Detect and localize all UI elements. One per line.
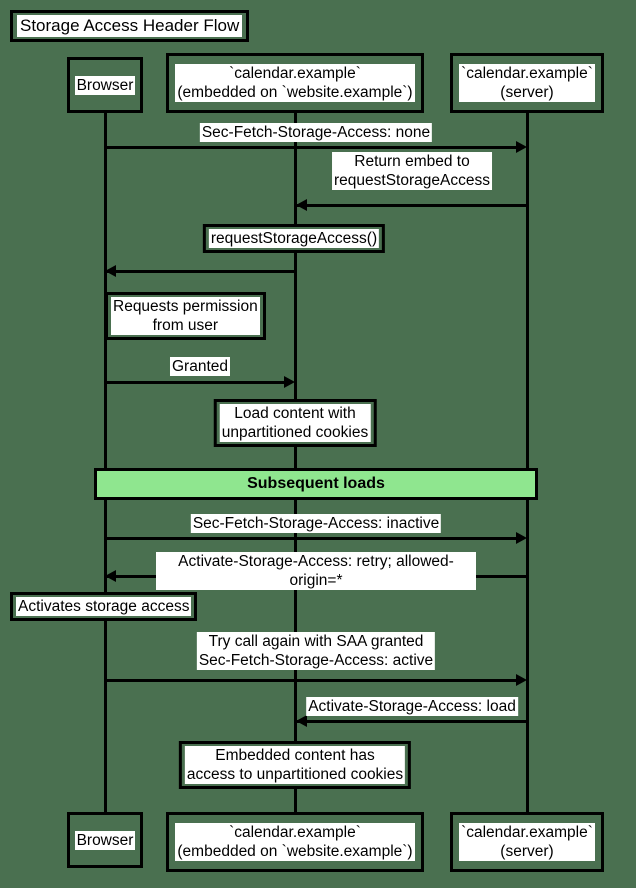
participant-browser-top-label: Browser xyxy=(74,75,136,95)
participant-browser-top[interactable]: Browser xyxy=(67,57,143,113)
message-line-m1 xyxy=(105,146,522,149)
participant-embed-bottom[interactable]: `calendar.example` (embedded on `website… xyxy=(166,812,424,872)
participant-server-bottom[interactable]: `calendar.example` (server) xyxy=(450,812,604,872)
arrow-head-m3 xyxy=(105,265,116,277)
note-requests-permission-label: Requests permission from user xyxy=(111,297,260,335)
message-label-m8: Activate-Storage-Access: load xyxy=(306,697,518,716)
note-load-content: Load content with unpartitioned cookies xyxy=(213,399,377,447)
message-label-m2: Return embed to requestStorageAccess xyxy=(332,152,492,190)
participant-embed-top[interactable]: `calendar.example` (embedded on `website… xyxy=(166,53,424,113)
message-line-m2 xyxy=(296,204,527,207)
message-line-m4 xyxy=(105,381,290,384)
divider-subsequent-loads-label: Subsequent loads xyxy=(247,475,385,492)
divider-subsequent-loads: Subsequent loads xyxy=(94,468,538,500)
lifeline-server xyxy=(526,113,529,813)
message-label-m5: Sec-Fetch-Storage-Access: inactive xyxy=(190,514,442,533)
note-activates-storage-access-label: Activates storage access xyxy=(16,597,192,616)
arrow-head-m4 xyxy=(284,376,295,388)
participant-browser-bottom-label: Browser xyxy=(74,830,136,850)
lifeline-browser xyxy=(104,113,107,813)
message-line-m7 xyxy=(105,679,522,682)
arrow-head-m7 xyxy=(516,674,527,686)
message-line-m8 xyxy=(296,720,527,723)
note-activates-storage-access: Activates storage access xyxy=(10,592,198,621)
note-embedded-content-access: Embedded content has access to unpartiti… xyxy=(178,741,412,789)
arrow-head-m2 xyxy=(296,199,307,211)
lifeline-embed xyxy=(294,113,297,813)
message-label-m3: requestStorageAccess() xyxy=(208,229,380,248)
message-label-m7: Try call again with SAA granted Sec-Fetc… xyxy=(196,632,436,670)
note-load-content-label: Load content with unpartitioned cookies xyxy=(219,404,371,442)
arrow-head-m5 xyxy=(516,532,527,544)
participant-embed-bottom-label: `calendar.example` (embedded on `website… xyxy=(175,823,415,861)
note-embedded-content-access-label: Embedded content has access to unpartiti… xyxy=(184,746,406,784)
note-requests-permission: Requests permission from user xyxy=(105,292,266,340)
message-label-m3-box: requestStorageAccess() xyxy=(202,224,386,253)
arrow-head-m6 xyxy=(105,570,116,582)
participant-browser-bottom[interactable]: Browser xyxy=(67,812,143,868)
arrow-head-m1 xyxy=(516,141,527,153)
message-label-m4: Granted xyxy=(169,357,231,376)
message-label-m1: Sec-Fetch-Storage-Access: none xyxy=(199,123,433,142)
message-line-m3 xyxy=(105,270,295,273)
diagram-title-box: Storage Access Header Flow xyxy=(10,10,250,42)
participant-server-top-label: `calendar.example` (server) xyxy=(459,64,595,102)
message-label-m6: Activate-Storage-Access: retry; allowed-… xyxy=(156,552,476,590)
participant-server-top[interactable]: `calendar.example` (server) xyxy=(450,53,604,113)
message-line-m5 xyxy=(105,537,522,540)
diagram-title: Storage Access Header Flow xyxy=(17,15,243,37)
arrow-head-m8 xyxy=(296,715,307,727)
participant-embed-top-label: `calendar.example` (embedded on `website… xyxy=(175,64,415,102)
participant-server-bottom-label: `calendar.example` (server) xyxy=(459,823,595,861)
